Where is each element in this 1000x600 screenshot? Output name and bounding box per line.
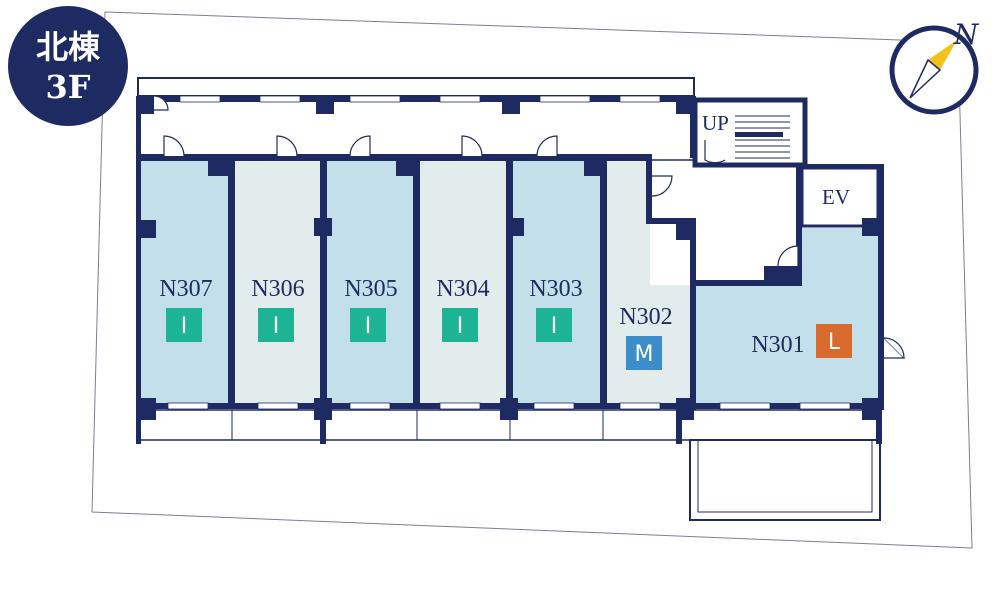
type-badge-n306: [258, 308, 294, 342]
type-badge-n304: [442, 308, 478, 342]
type-badge-n303: [536, 308, 572, 342]
stair-treads: [735, 115, 790, 159]
room-label-n304: N304: [436, 276, 489, 302]
corridor: [137, 99, 695, 161]
walls: [136, 96, 884, 444]
room-n306[interactable]: [234, 160, 322, 405]
type-badge-n307: [166, 308, 202, 342]
type-badge-n301: [816, 324, 852, 358]
compass-needle-north: [928, 40, 957, 70]
floor-badge: 北棟 3F: [8, 6, 128, 126]
type-badge-n305: [350, 308, 386, 342]
doors: [153, 95, 906, 359]
balcony-partitions: [231, 410, 604, 440]
type-badge-text-n304: I: [457, 314, 464, 339]
windows: [167, 95, 851, 410]
room-label-n301: N301: [751, 332, 804, 358]
floor-badge-floor: 3F: [46, 68, 91, 106]
type-badge-text-n303: I: [551, 314, 558, 339]
type-badge-text-n301: L: [828, 330, 841, 355]
stair-up-label: UP: [702, 111, 729, 135]
elevator-label: EV: [822, 185, 850, 209]
type-badge-text-n302: M: [635, 342, 654, 367]
south-terrace-inner: [697, 439, 873, 513]
elevator: [800, 166, 880, 228]
room-label-n306: N306: [251, 276, 304, 302]
floor-badge-building: 北棟: [36, 28, 101, 66]
compass-north-letter: N: [953, 18, 980, 51]
compass-needle-south: [909, 58, 942, 99]
room-label-n307: N307: [159, 276, 212, 302]
type-badge-text-n307: I: [181, 314, 188, 339]
room-n301[interactable]: [696, 228, 878, 405]
compass-icon: N: [889, 18, 980, 115]
room-n304[interactable]: [420, 160, 508, 405]
room-label-n305: N305: [344, 276, 397, 302]
room-label-n303: N303: [529, 276, 582, 302]
type-badge-n302: [626, 336, 662, 370]
room-n305[interactable]: [326, 160, 416, 405]
room-n303[interactable]: [512, 160, 602, 405]
stair-hall: [650, 165, 798, 285]
stair-handrail: [735, 132, 783, 137]
type-badge-text-n305: I: [365, 314, 372, 339]
room-n307[interactable]: [140, 160, 230, 405]
room-label-n302: N302: [619, 304, 672, 330]
type-badge-text-n306: I: [273, 314, 280, 339]
